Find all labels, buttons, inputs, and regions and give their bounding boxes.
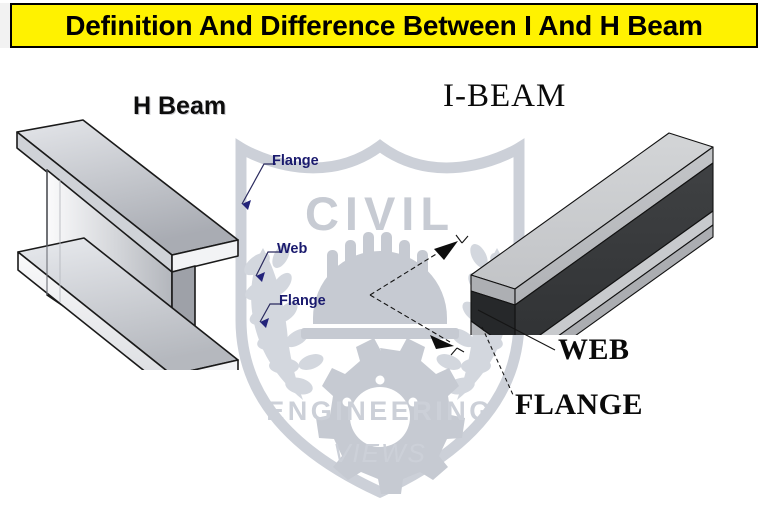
i-beam-label-flange: FLANGE [515,388,644,421]
i-beam-illustration [455,125,768,380]
h-top-flange-end-face [171,239,239,273]
h-beam-label-flange-top: Flange [272,153,319,169]
h-beam-label-flange-bottom: Flange [279,293,326,309]
h-beam-arrowheads [242,200,269,328]
h-beam-heading: H Beam [133,92,227,120]
h-beam-label-web: Web [277,241,308,257]
i-beam-arrowheads [430,241,458,349]
i-beam-label-web: WEB [558,333,630,366]
i-beam-leader-lines [369,234,556,398]
i-beam-heading: I-BEAM [443,78,567,114]
i-beam-callout-group: WEB FLANGE [350,215,680,425]
page-title: Definition And Difference Between I And … [65,9,703,41]
h-beam-leader-lines [241,163,282,328]
banner-left-edge [0,3,10,48]
watermark-views-text: VIEWS [333,438,427,468]
h-beam-callout-group: Flange Web Flange [180,130,360,330]
title-banner: Definition And Difference Between I And … [10,3,758,48]
